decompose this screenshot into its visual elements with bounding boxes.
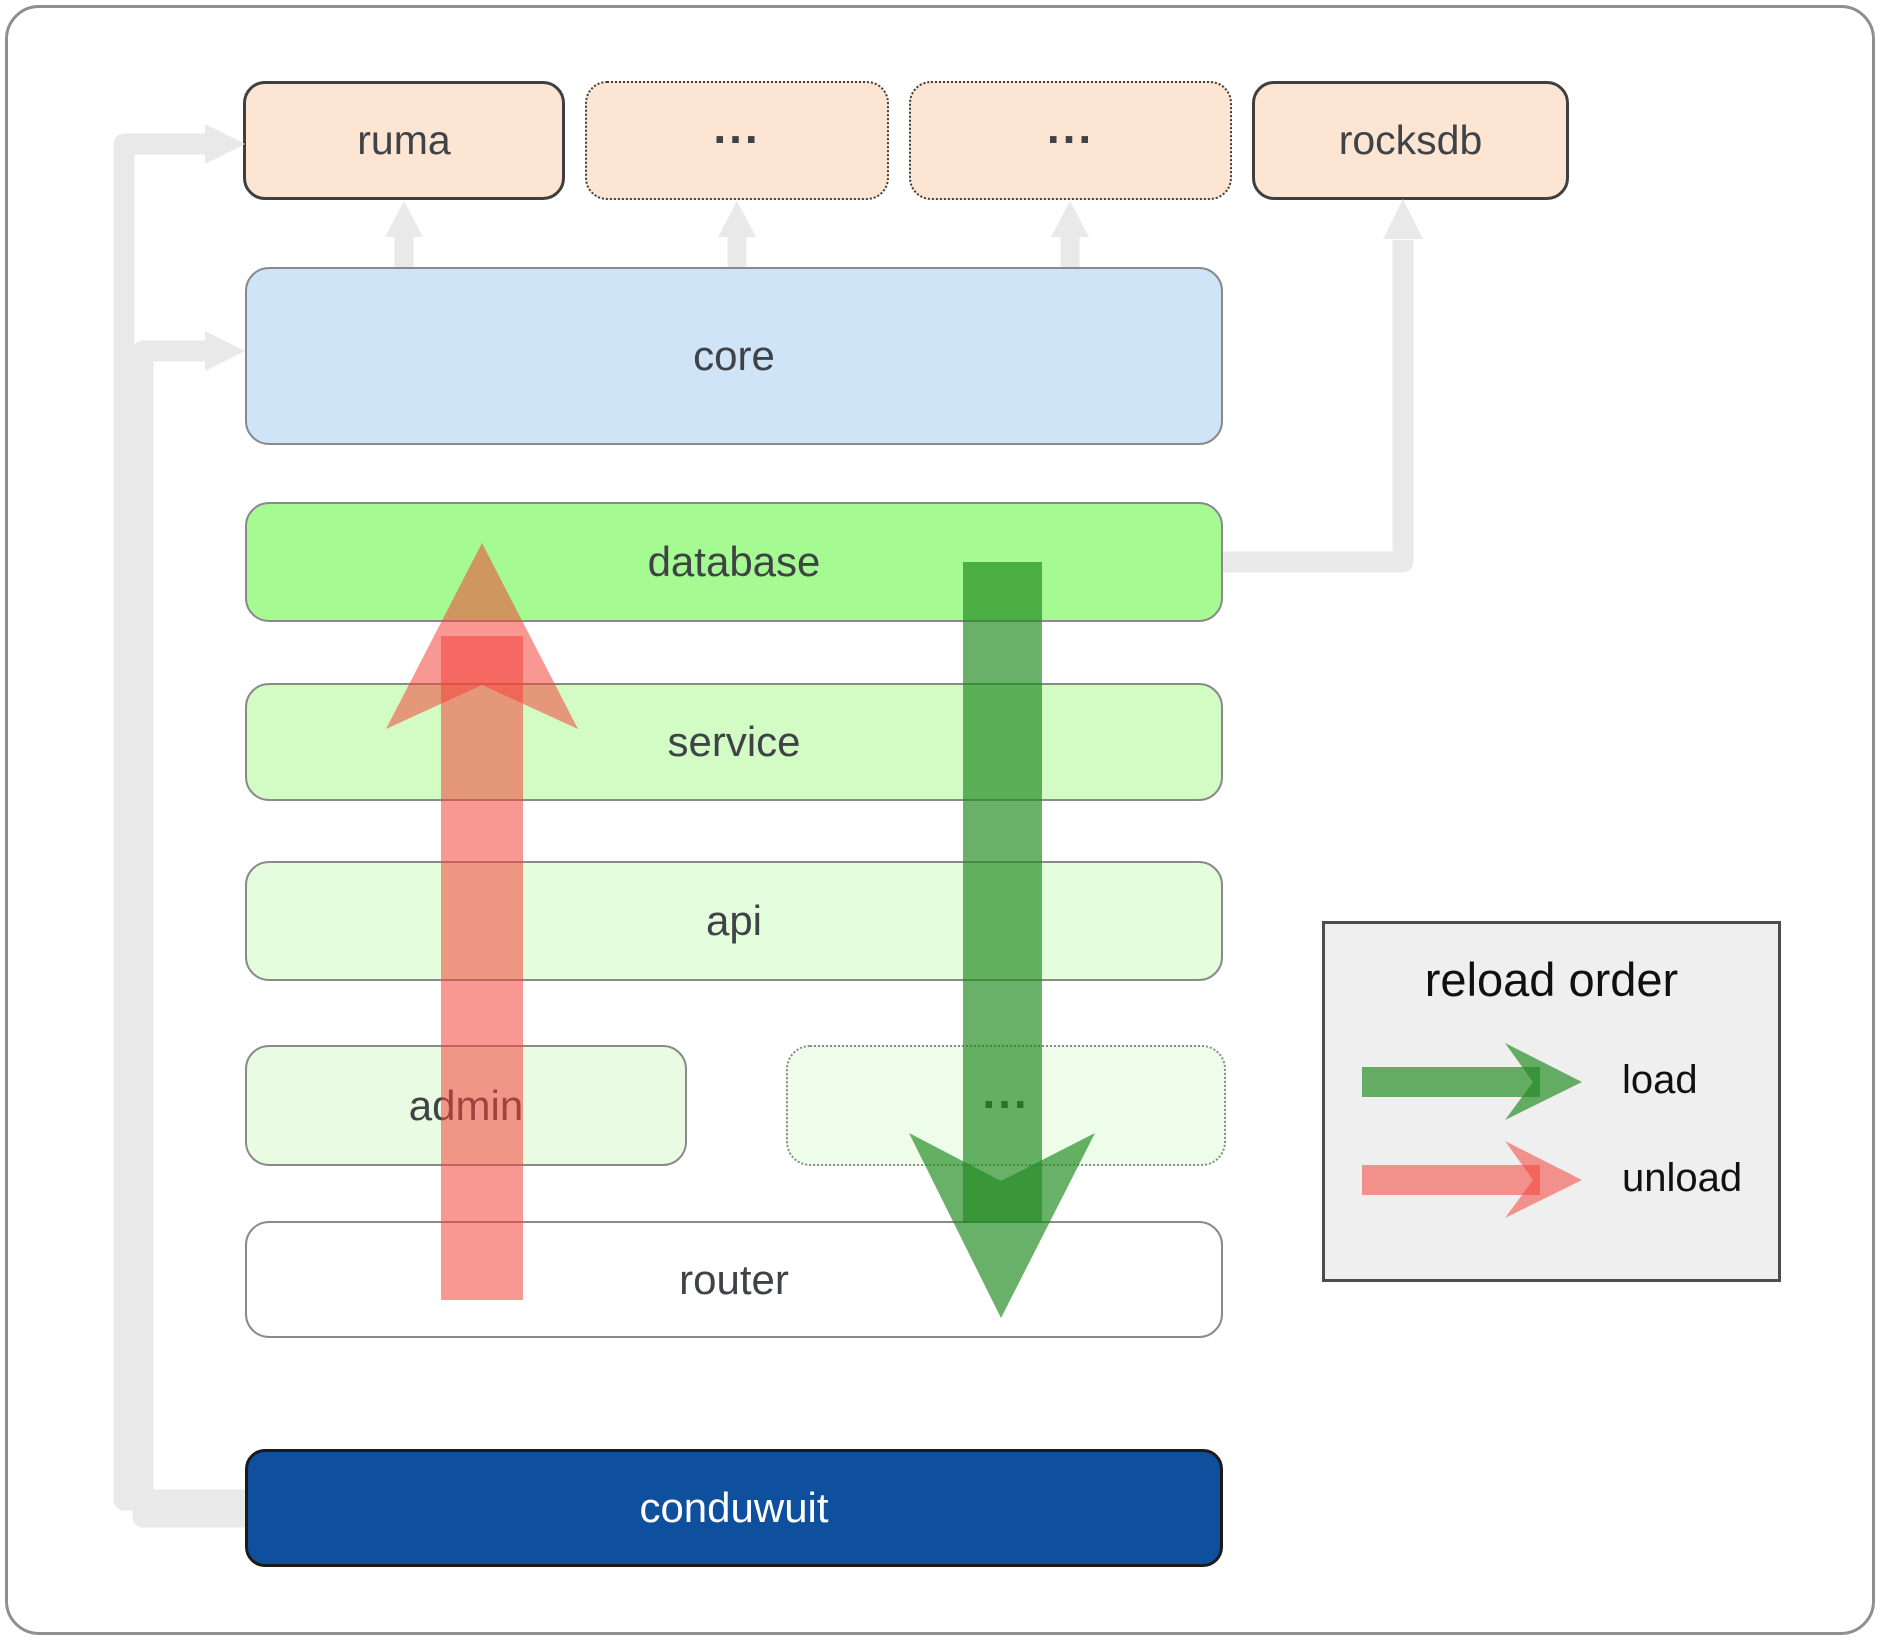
legend-title: reload order: [1424, 953, 1679, 1006]
node-crate-dots-1: ...: [585, 81, 889, 200]
node-router: router: [245, 1221, 1223, 1338]
node-service-label: service: [667, 718, 801, 765]
node-service-dots: ...: [786, 1045, 1226, 1166]
node-admin: admin: [245, 1045, 687, 1166]
node-database-label: database: [647, 538, 821, 585]
node-crate-dots-2: ...: [909, 81, 1232, 200]
node-rocksdb-label: rocksdb: [1338, 117, 1483, 163]
legend-load-label: load: [1622, 1058, 1698, 1102]
node-ruma: ruma: [243, 81, 565, 200]
node-service: service: [245, 683, 1223, 801]
node-core: core: [245, 267, 1223, 445]
node-crate-dots-2-label: ...: [1046, 100, 1095, 153]
node-admin-label: admin: [408, 1081, 524, 1129]
outer-frame: [5, 5, 1875, 1635]
node-rocksdb: rocksdb: [1252, 81, 1569, 200]
node-core-label: core: [693, 332, 775, 379]
node-database: database: [245, 502, 1223, 622]
node-conduwuit-label: conduwuit: [639, 1484, 829, 1531]
node-crate-dots-1-label: ...: [713, 100, 761, 153]
node-router-label: router: [679, 1255, 789, 1303]
node-conduwuit: conduwuit: [245, 1449, 1223, 1567]
node-ruma-label: ruma: [357, 117, 451, 163]
legend-unload-label: unload: [1622, 1156, 1743, 1200]
node-api-label: api: [705, 897, 763, 944]
node-service-dots-label: ...: [982, 1065, 1030, 1118]
node-api: api: [245, 861, 1223, 981]
